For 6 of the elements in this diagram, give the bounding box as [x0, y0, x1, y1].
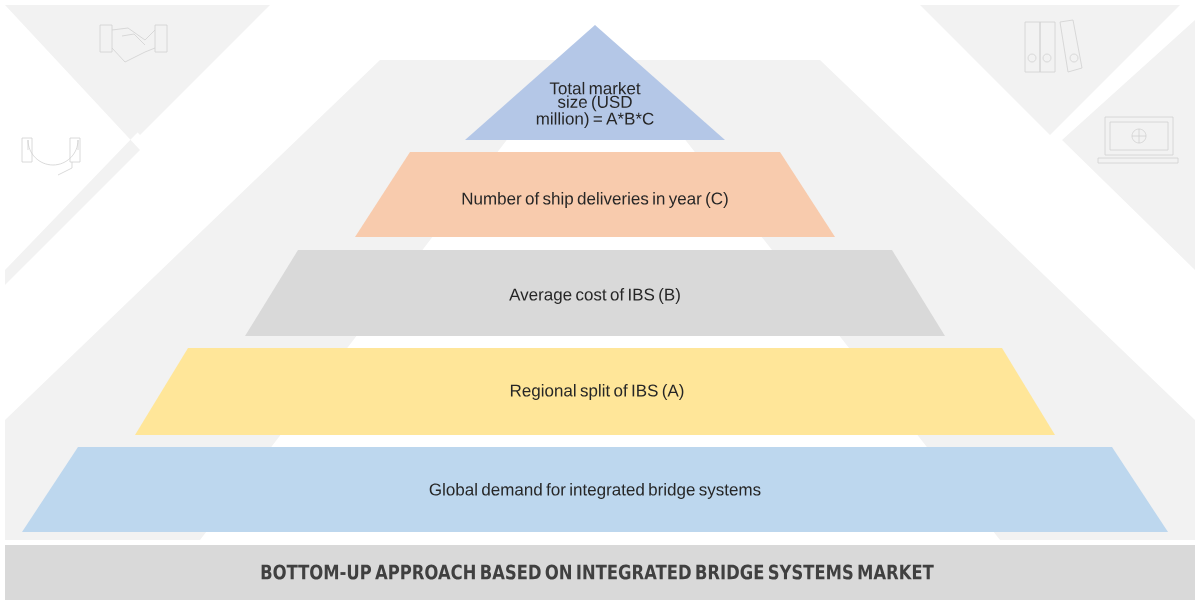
- pyramid-layer: Global demand for integrated bridge systems: [22, 447, 1168, 532]
- pyramid-layer: Regional split of IBS (A): [135, 348, 1055, 435]
- pyramid-top: Total market size (USD million) = A*B*C: [465, 25, 725, 140]
- title-banner: BOTTOM-UP APPROACH BASED ON INTEGRATED BRIDGE SYSTEMS MARKET: [5, 545, 1195, 600]
- pyramid-layer: Number of ship deliveries in year (C): [355, 152, 835, 237]
- pyramid-layer: Average cost of IBS (B): [245, 250, 945, 336]
